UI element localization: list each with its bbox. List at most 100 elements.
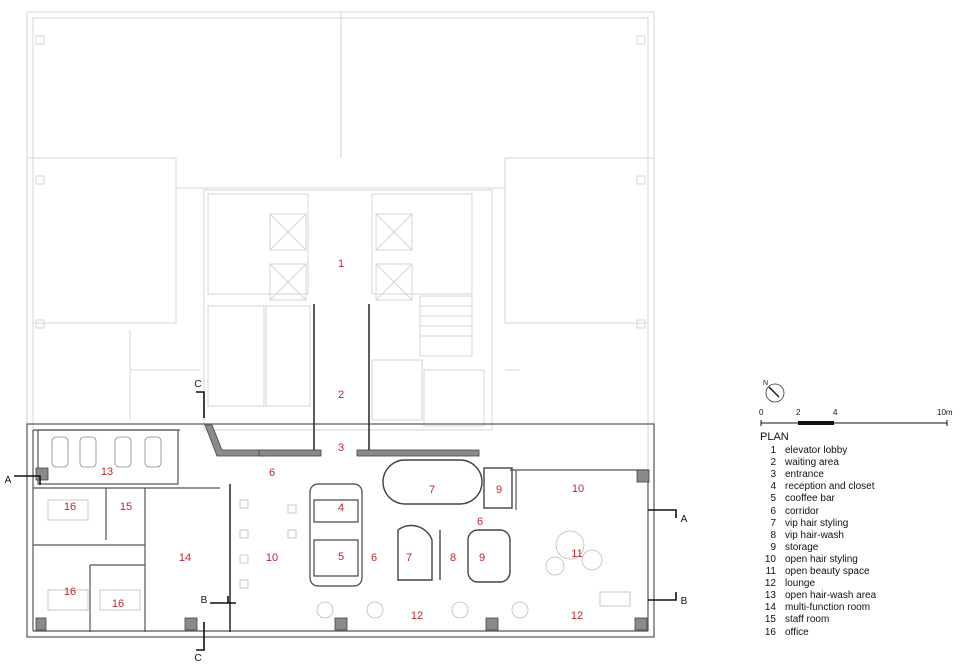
room-label: 13 [101, 466, 113, 478]
legend-item-number: 6 [770, 505, 776, 517]
legend-item-number: 2 [770, 457, 776, 469]
section-label-b: B [201, 595, 208, 606]
legend-item-label: entrance [785, 469, 824, 481]
legend-item-label: staff room [785, 614, 830, 626]
room-label: 7 [406, 552, 412, 564]
legend-item-number: 12 [764, 578, 776, 590]
legend-item: 3 entrance [760, 469, 950, 481]
legend-item: 6 corridor [760, 506, 950, 518]
legend-item-number: 11 [765, 566, 776, 578]
legend-item-label: lounge [785, 578, 816, 590]
legend-item: 11 open beauty space [760, 566, 950, 578]
room-label: 4 [338, 502, 344, 514]
legend-item: 13 open hair-wash area [760, 590, 950, 602]
room-label: 9 [496, 484, 502, 496]
scale-line [760, 420, 948, 426]
room-label: 10 [572, 483, 584, 495]
scale-tick: 10m [937, 408, 953, 417]
legend-item-label: waiting area [785, 457, 839, 469]
legend-item-label: office [785, 626, 809, 638]
scale-tick: 4 [833, 408, 838, 417]
section-label-a: A [681, 514, 688, 525]
room-label: 11 [571, 548, 582, 560]
room-label: 6 [371, 552, 377, 564]
room-label: 1 [338, 258, 344, 270]
legend-item-number: 15 [764, 614, 776, 626]
legend-item-number: 13 [764, 590, 776, 602]
legend-item: 1 elevator lobby [760, 445, 950, 457]
section-label-c: C [194, 379, 201, 390]
legend-item: 7 vip hair styling [760, 518, 950, 530]
legend-item-number: 1 [770, 445, 776, 457]
room-label: 7 [429, 484, 435, 496]
legend-item-number: 8 [770, 529, 776, 541]
room-label: 12 [411, 610, 423, 622]
legend-item-label: vip hair-wash [785, 529, 844, 541]
legend-item-label: vip hair styling [785, 517, 849, 529]
section-label-a: A [5, 475, 12, 486]
legend-item: 12 lounge [760, 578, 950, 590]
legend-item-number: 10 [764, 553, 776, 565]
room-labels: 1 2 3 4 5 6 6 6 7 7 8 9 9 10 10 11 12 12… [64, 258, 584, 622]
room-label: 12 [571, 610, 583, 622]
salon-walls [26, 423, 655, 638]
room-label: 16 [112, 598, 124, 610]
legend-item: 9 storage [760, 542, 950, 554]
room-label: 15 [120, 501, 132, 513]
legend-title: PLAN [760, 431, 789, 443]
section-label-c: C [194, 653, 201, 664]
scale-tick: 0 [759, 408, 764, 417]
legend-item-number: 16 [764, 626, 776, 638]
legend-item-number: 4 [770, 481, 776, 493]
room-label: 14 [179, 552, 191, 564]
room-label: 6 [269, 467, 275, 479]
section-label-b: B [681, 596, 688, 607]
room-label: 8 [450, 552, 456, 564]
legend-item-label: elevator lobby [785, 445, 848, 457]
legend-item-label: storage [785, 541, 819, 553]
vip-pods [382, 459, 513, 583]
legend-item-label: reception and closet [785, 481, 875, 493]
legend-item-label: open hair-wash area [785, 590, 877, 602]
legend-item-number: 7 [770, 517, 776, 529]
legend-item-label: corridor [785, 505, 819, 517]
legend-item: 5 cooffee bar [760, 493, 950, 505]
room-label: 16 [64, 586, 76, 598]
scale-tick: 2 [796, 408, 801, 417]
hair-wash-sinks [51, 436, 162, 468]
legend-item-number: 5 [770, 493, 776, 505]
building-context [26, 11, 655, 638]
scale-bar: 0 2 4 10m [757, 408, 957, 428]
north-arrow-icon: N [763, 380, 785, 403]
legend-item: 15 staff room [760, 614, 950, 626]
room-label: 5 [338, 551, 344, 563]
legend-item-label: open hair styling [785, 553, 858, 565]
legend-item: 16 office [760, 627, 950, 639]
legend-item-label: cooffee bar [785, 493, 835, 505]
corridor-walls [229, 304, 370, 632]
room-label: 3 [338, 442, 344, 454]
legend-item: 2 waiting area [760, 457, 950, 469]
legend-item: 10 open hair styling [760, 554, 950, 566]
legend-item-label: multi-function room [785, 602, 871, 614]
room-label: 2 [338, 389, 344, 401]
legend-item-number: 3 [770, 469, 776, 481]
north-label: N [763, 380, 768, 387]
dark-walls [35, 424, 650, 631]
legend-list: 1 elevator lobby 2 waiting area 3 entrance 4 re… [760, 445, 950, 639]
room-label: 16 [64, 501, 76, 513]
legend: PLAN 1 elevator lobby 2 waiting area 3 entran… [760, 431, 950, 639]
reception-core [309, 483, 363, 587]
room-label: 9 [479, 552, 485, 564]
legend-item-number: 14 [764, 602, 776, 614]
room-label: 10 [266, 552, 278, 564]
legend-item-label: open beauty space [785, 566, 870, 578]
legend-item-number: 9 [770, 541, 776, 553]
legend-item: 14 multi-function room [760, 602, 950, 614]
section-labels: A A B B C C [5, 379, 688, 664]
room-label: 6 [477, 516, 483, 528]
legend-item: 8 vip hair-wash [760, 530, 950, 542]
furniture [47, 499, 631, 619]
section-markers [14, 391, 677, 651]
